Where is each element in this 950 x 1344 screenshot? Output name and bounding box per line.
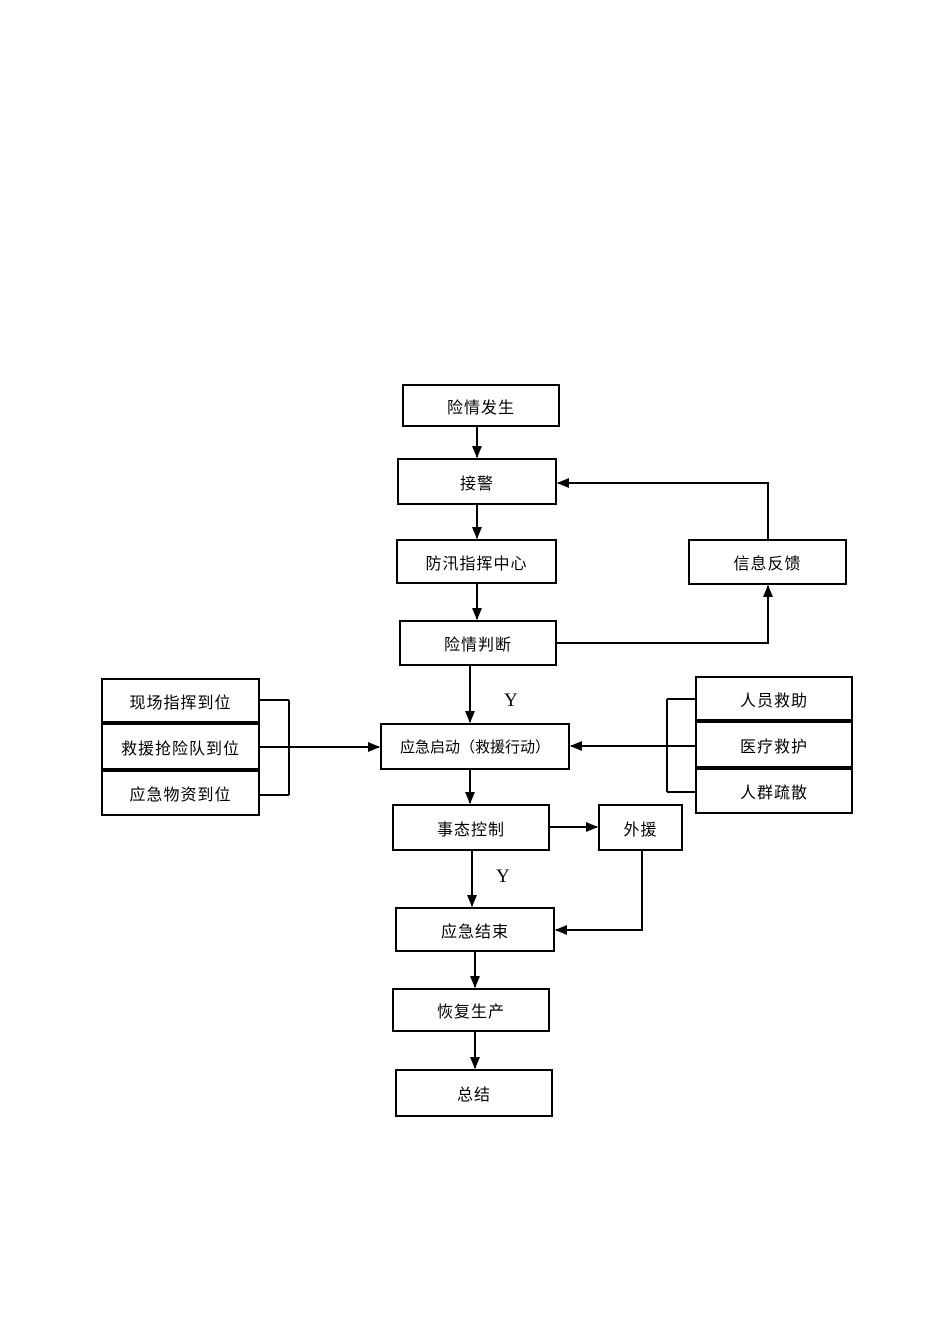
node-emergency-supplies: 应急物资到位 [101,770,260,816]
node-label: 信息反馈 [733,556,802,573]
node-label: 险情发生 [446,399,515,417]
node-label: 事态控制 [436,821,505,839]
node-label: 应急启动（救援行动） [399,740,550,756]
node-receive-alarm: 接警 [397,458,557,505]
node-danger-judgment: 险情判断 [399,620,557,666]
node-label: 医疗救护 [739,738,808,756]
branch-label-yes-1: Y [504,690,518,711]
node-label: 应急结束 [440,923,509,941]
node-label: 救援抢险队到位 [120,740,240,758]
node-resume-production: 恢复生产 [392,988,550,1032]
node-label: 接警 [459,475,494,493]
node-emergency-launch: 应急启动（救援行动） [380,723,570,770]
branch-label-yes-2: Y [496,866,510,887]
node-onsite-command: 现场指挥到位 [101,678,260,723]
node-medical-aid: 医疗救护 [695,721,853,768]
arrow-feedback-to-alarm [557,478,769,539]
node-label: 人群疏散 [739,785,808,802]
node-label: 应急物资到位 [129,787,232,804]
node-label: 人员救助 [739,692,808,710]
node-label: 外援 [623,821,658,839]
node-label: 险情判断 [443,637,512,654]
node-personnel-rescue: 人员救助 [695,676,853,721]
node-label: 现场指挥到位 [129,694,232,712]
node-situation-control: 事态控制 [392,804,550,851]
arrow-aid-to-end [555,851,643,935]
node-danger-occurs: 险情发生 [402,384,560,427]
node-rescue-team: 救援抢险队到位 [101,723,260,770]
node-summary: 总结 [395,1069,553,1117]
node-emergency-end: 应急结束 [395,907,555,952]
node-label: 恢复生产 [436,1004,505,1021]
node-info-feedback: 信息反馈 [688,539,847,585]
node-label: 防汛指挥中心 [425,555,528,573]
node-external-aid: 外援 [598,804,683,851]
node-flood-command-center: 防汛指挥中心 [396,539,557,584]
node-crowd-evacuation: 人群疏散 [695,768,853,814]
node-label: 总结 [456,1087,491,1104]
arrow-judgment-to-feedback [557,585,773,644]
